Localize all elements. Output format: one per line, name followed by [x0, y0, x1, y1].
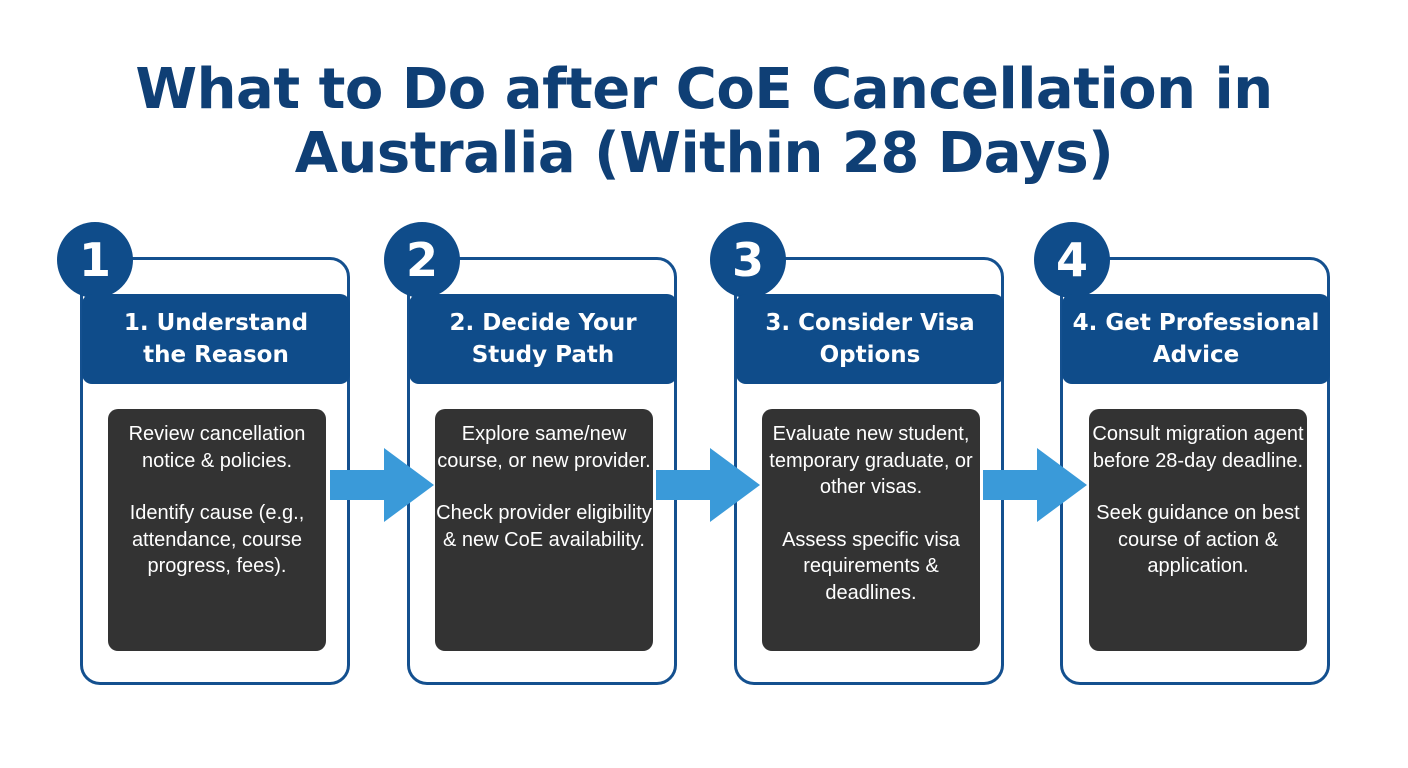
page-title: What to Do after CoE Cancellation in Aus… [0, 58, 1408, 186]
step-3-text-2: Assess specific visa requirements & dead… [782, 528, 960, 604]
step-number-badge-1: 1 [57, 222, 133, 298]
title-line-1: What to Do after CoE Cancellation in [135, 57, 1273, 122]
step-body-2: Explore same/new course, or new provider… [435, 409, 653, 651]
step-heading-4: 4. Get Professional Advice [1062, 294, 1330, 384]
step-2-text-2: Check provider eligibility & new CoE ava… [436, 502, 652, 551]
step-body-1: Review cancellation notice & policies. I… [108, 409, 326, 651]
step-2-text-1: Explore same/new course, or new provider… [437, 423, 651, 472]
step-number-badge-3: 3 [710, 222, 786, 298]
step-number-badge-2: 2 [384, 222, 460, 298]
step-4-text-2: Seek guidance on best course of action &… [1096, 502, 1300, 577]
arrow-right-icon [330, 448, 434, 522]
arrow-right-icon [983, 448, 1087, 522]
arrow-right-icon [656, 448, 760, 522]
step-heading-3: 3. Consider Visa Options [736, 294, 1004, 384]
step-1-text-1: Review cancellation notice & policies. [128, 423, 306, 472]
step-number-badge-4: 4 [1034, 222, 1110, 298]
step-body-4: Consult migration agent before 28-day de… [1089, 409, 1307, 651]
step-1-text-2: Identify cause (e.g., attendance, course… [129, 502, 305, 577]
step-3-text-1: Evaluate new student, temporary graduate… [769, 423, 973, 498]
title-line-2: Australia (Within 28 Days) [294, 121, 1114, 186]
step-body-3: Evaluate new student, temporary graduate… [762, 409, 980, 651]
step-4-text-1: Consult migration agent before 28-day de… [1092, 423, 1304, 472]
step-heading-1: 1. Understand the Reason [82, 294, 350, 384]
step-heading-2: 2. Decide Your Study Path [409, 294, 677, 384]
